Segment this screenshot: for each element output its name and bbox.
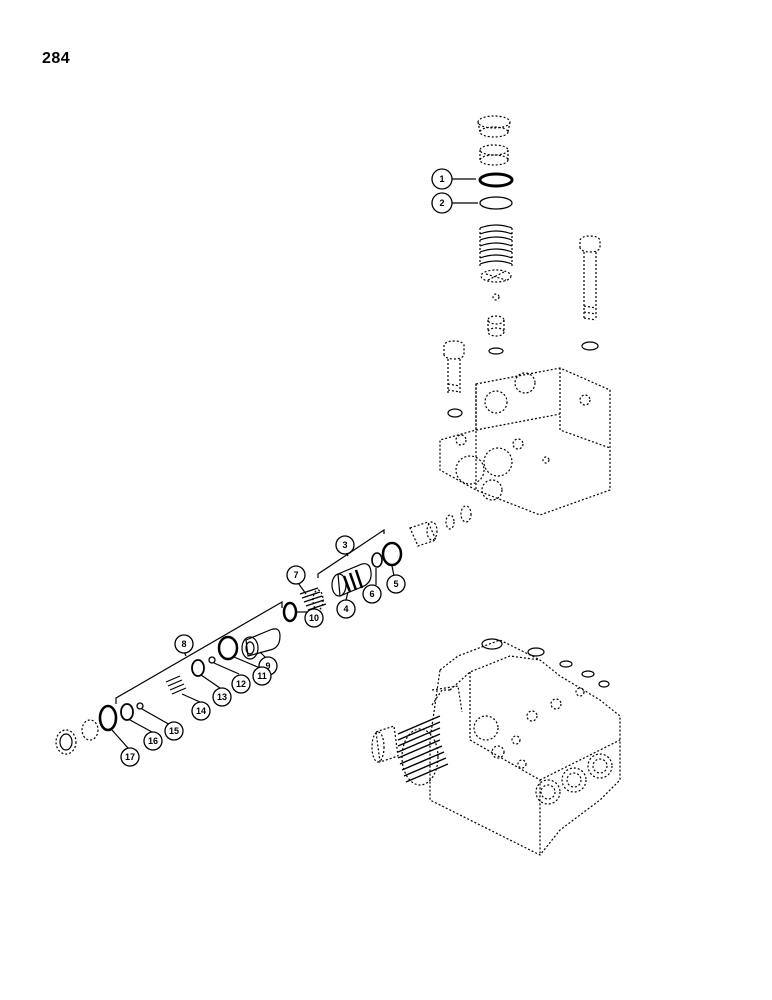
spool-assembly: [55, 541, 403, 755]
plug-parts: [409, 505, 472, 547]
callout-6: 6: [362, 584, 382, 604]
upper-valve-body: [439, 367, 611, 516]
svg-text:14: 14: [196, 706, 206, 716]
washer-part-2: [479, 196, 513, 210]
leader-lines: [111, 178, 478, 749]
callout-14: 14: [191, 701, 211, 721]
svg-text:15: 15: [169, 726, 179, 736]
svg-text:9: 9: [265, 661, 270, 671]
relief-valve-stack: [477, 115, 514, 355]
callout-4: 4: [336, 599, 356, 619]
svg-text:1: 1: [439, 174, 444, 184]
svg-text:3: 3: [342, 540, 347, 550]
svg-text:11: 11: [257, 671, 267, 681]
svg-text:5: 5: [393, 579, 398, 589]
callout-11: 11: [252, 666, 272, 686]
callout-8: 8: [174, 634, 194, 654]
svg-text:6: 6: [369, 589, 374, 599]
callout-16: 16: [143, 731, 163, 751]
svg-text:17: 17: [125, 752, 135, 762]
callout-5: 5: [386, 574, 406, 594]
svg-text:13: 13: [217, 692, 227, 702]
callout-10: 10: [304, 608, 324, 628]
svg-text:16: 16: [148, 736, 158, 746]
callout-2: 2: [431, 192, 453, 214]
short-bolt: [443, 340, 465, 418]
svg-text:8: 8: [181, 639, 186, 649]
page-number: 284: [42, 50, 71, 67]
spring-top: [479, 224, 513, 266]
callouts: 1 2 3 4 5 6 7 8 9 10 11 12 13 14 15 16 1…: [120, 168, 453, 767]
o-ring-part-1: [478, 172, 514, 188]
callout-3: 3: [335, 535, 355, 555]
gear: [397, 715, 449, 786]
callout-15: 15: [164, 721, 184, 741]
callout-7: 7: [286, 565, 306, 585]
callout-1: 1: [431, 168, 453, 190]
lower-valve-assembly: [371, 638, 621, 856]
svg-text:2: 2: [439, 198, 444, 208]
long-bolt: [579, 235, 601, 351]
svg-text:4: 4: [343, 604, 348, 614]
svg-text:10: 10: [309, 613, 319, 623]
svg-text:7: 7: [293, 570, 298, 580]
callout-17: 17: [120, 747, 140, 767]
callout-12: 12: [231, 674, 251, 694]
svg-text:12: 12: [236, 679, 246, 689]
callout-13: 13: [212, 687, 232, 707]
